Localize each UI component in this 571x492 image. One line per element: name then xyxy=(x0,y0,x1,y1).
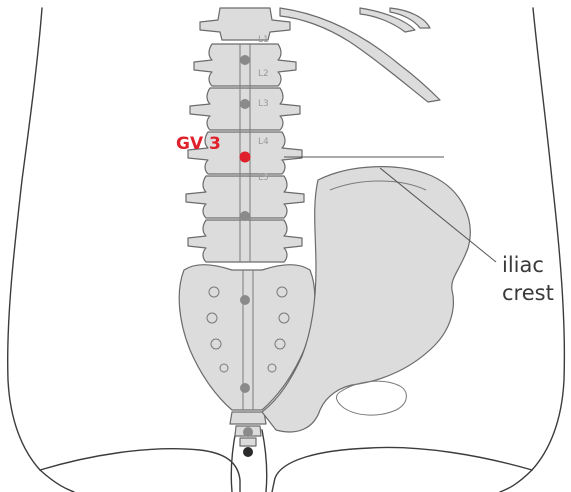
vertebra-label-l2: L2 xyxy=(258,69,269,79)
vertebra-label-l1: L1 xyxy=(258,35,269,45)
gv3-label: GV 3 xyxy=(176,134,221,154)
vertebra-label-l4: L4 xyxy=(258,137,269,147)
iliac-crest-label-line1: iliac xyxy=(502,253,544,277)
iliac-crest-label: iliac crest xyxy=(502,253,554,305)
vertebra-label-l5: L5 xyxy=(258,173,269,183)
iliac-crest-label-line2: crest xyxy=(502,281,554,305)
vertebra-label-l3: L3 xyxy=(258,99,269,109)
gv3-point-marker xyxy=(240,152,251,163)
rib-cage xyxy=(280,8,440,102)
